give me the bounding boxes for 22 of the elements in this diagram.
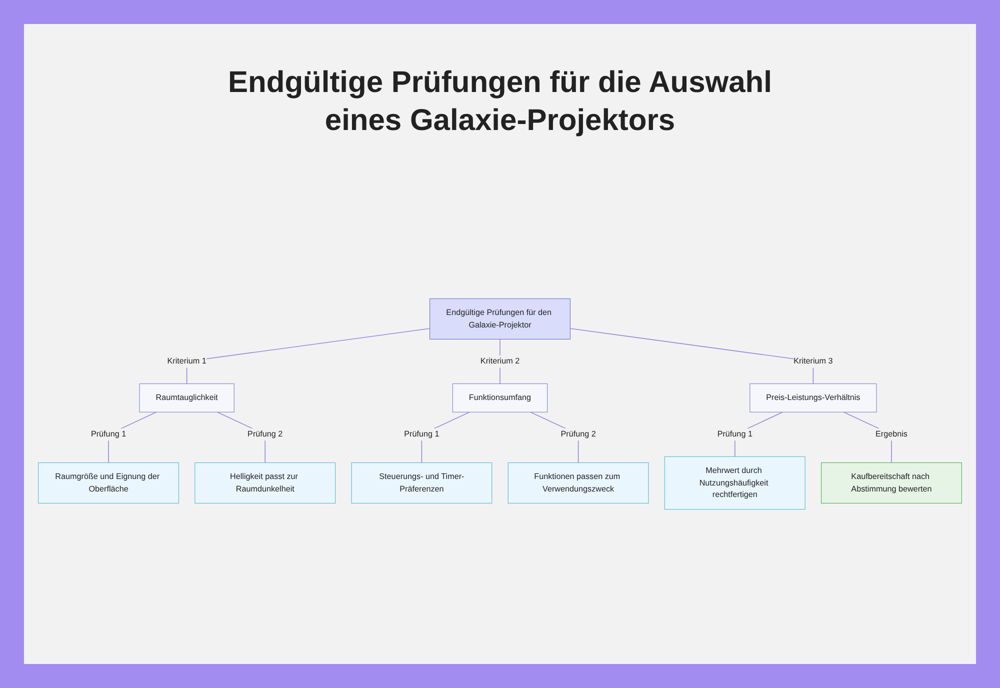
edge-label: Kriterium 3 xyxy=(794,356,833,366)
node-box: Funktionsumfang xyxy=(452,383,548,412)
node-box: Preis-Leistungs-Verhältnis xyxy=(750,383,877,412)
diagram-title: Endgültige Prüfungen für die Auswahl eines Galaxie-Projektors xyxy=(227,65,773,139)
edge-label: Prüfung 1 xyxy=(717,429,752,439)
node-box: Funktionen passen zum Verwendungszweck xyxy=(508,462,649,504)
node-box: Raumgröße und Eignung der Oberfläche xyxy=(38,462,179,504)
node-box: Kaufbereitschaft nach Abstimmung bewerten xyxy=(821,462,962,504)
node-box: Raumtauglichkeit xyxy=(139,383,234,412)
edge-label: Prüfung 2 xyxy=(248,429,283,439)
edge-label: Prüfung 2 xyxy=(560,429,596,439)
edge-label: Kriterium 1 xyxy=(167,356,206,366)
node-box: Endgültige Prüfungen für den Galaxie-Projektor xyxy=(430,298,570,340)
connector xyxy=(570,328,814,384)
connector xyxy=(186,328,430,384)
node-box: Mehrwert durch Nutzungshäufigkeit rechtfertigen xyxy=(664,456,806,510)
node-box: Steuerungs- und Timer-Präferenzen xyxy=(351,462,492,504)
edge-label: Ergebnis xyxy=(876,429,908,439)
edge-label: Prüfung 1 xyxy=(90,429,126,439)
edge-label: Prüfung 1 xyxy=(404,429,440,439)
node-box: Helligkeit passt zur Raumdunkelheit xyxy=(194,462,336,504)
edge-label: Kriterium 2 xyxy=(480,356,520,366)
